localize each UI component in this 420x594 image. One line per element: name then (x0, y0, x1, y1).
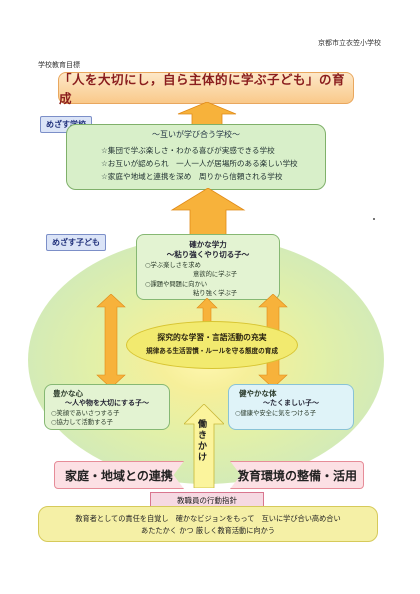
staff-line-1: 教育者としての責任を自覚し 確かなビジョンをもって 互いに学び合い高め合い (75, 514, 341, 523)
top-card-line: ○課題や問題に向かい (145, 281, 208, 288)
goal-caption: 学校教育目標 (38, 61, 80, 69)
school-line: ☆家庭や地域と連携を深め 周りから信頼される学校 (101, 172, 283, 181)
right-card-body: 健やかな体 ～たくましい子～ ○健康や安全に気をつける子 (228, 384, 354, 430)
center-oval: 探究的な学習・言語活動の充実 規律ある生活習慣・ルールを守る態度の育成 (126, 321, 298, 369)
school-name: 京都市立衣笠小学校 (318, 39, 381, 47)
school-vision-box: ～互いが学び合う学校～ ☆集団で学ぶ楽しさ・わかる喜びが実感できる学校 ☆お互い… (66, 124, 326, 190)
left-card-heart: 豊かな心 ～人や物を大切にする子～ ○笑顔であいさつする子 ○協力して活動する子 (44, 384, 170, 430)
left-card-line: ○笑顔であいさつする子 (51, 410, 120, 417)
top-card-academic: 確かな学力 ～粘り強くやり切る子～ ○学ぶ楽しさを求め 意欲的に学ぶ子 ○課題や… (136, 234, 280, 300)
banner-left: 家庭・地域との連携 (54, 461, 184, 489)
banner-right: 教育環境の整備・活用 (230, 461, 364, 489)
goal-title: 「人を大切にし，自ら主体的に学ぶ子ども」の育成 (59, 72, 346, 106)
staff-line-2: あたたかく かつ 厳しく教育活動に向かう (141, 526, 275, 535)
school-heading: ～互いが学び合う学校～ (152, 130, 240, 139)
top-card-line: 粘り強く学ぶ子 (193, 290, 238, 297)
stray-dot (373, 218, 375, 220)
center-line-1: 探究的な学習・言語活動の充実 (157, 333, 267, 342)
top-card-subtitle: ～粘り強くやり切る子～ (166, 250, 250, 259)
banner-right-label: 教育環境の整備・活用 (236, 468, 357, 483)
hatarakikake-label: 働きかけ (198, 420, 208, 463)
right-card-line: ○健康や安全に気をつける子 (235, 410, 317, 417)
banner-left-label: 家庭・地域との連携 (65, 468, 173, 483)
school-line: ☆集団で学ぶ楽しさ・わかる喜びが実感できる学校 (101, 146, 275, 155)
arrow-up-icon (170, 188, 246, 236)
left-card-title: 豊かな心 (53, 389, 83, 398)
left-card-subtitle: ～人や物を大切にする子～ (64, 399, 150, 407)
double-arrow-icon (96, 294, 126, 388)
top-card-line: 意欲的に学ぶ子 (193, 271, 238, 278)
top-card-title: 確かな学力 (189, 240, 227, 249)
arrow-up-icon (177, 102, 237, 126)
school-line: ☆お互いが認められ 一人一人が居場所のある楽しい学校 (101, 159, 298, 168)
staff-guideline-box: 教育者としての責任を自覚し 確かなビジョンをもって 互いに学び合い高め合い あた… (38, 506, 378, 542)
hatarakikake-arrow: 働きかけ (184, 404, 224, 488)
right-card-subtitle: ～たくましい子～ (263, 399, 319, 407)
goal-title-box: 「人を大切にし，自ら主体的に学ぶ子ども」の育成 (58, 72, 354, 106)
bottom-banner: 家庭・地域との連携 教育環境の整備・活用 (54, 461, 364, 489)
right-card-title: 健やかな体 (239, 389, 277, 398)
arrow-up-icon (196, 298, 218, 322)
left-card-line: ○協力して活動する子 (51, 419, 113, 426)
child-tag: めざす子ども (46, 234, 106, 251)
top-card-line: ○学ぶ楽しさを求め (145, 262, 201, 269)
center-line-2: 規律ある生活習慣・ルールを守る態度の育成 (146, 347, 278, 355)
arrow-up-icon (184, 404, 224, 488)
